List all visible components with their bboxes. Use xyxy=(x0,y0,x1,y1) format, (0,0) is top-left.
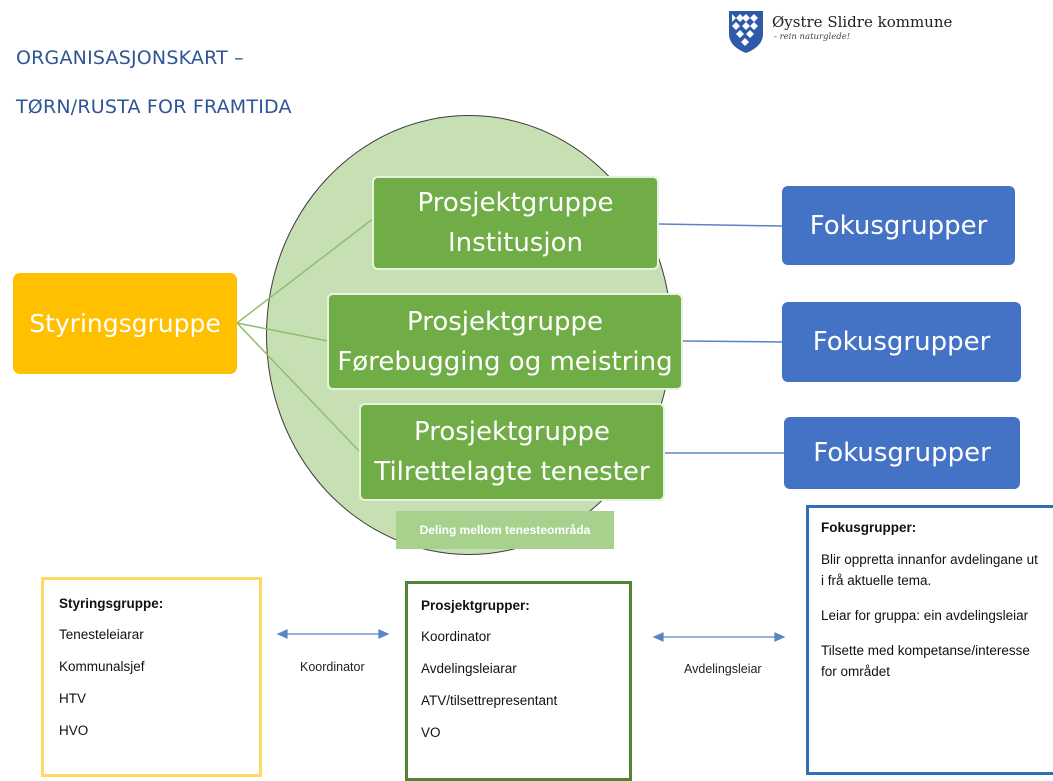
prosjektgruppe-institusjon-line1: Prosjektgruppe xyxy=(417,188,614,218)
styringsgruppe-card-item: Tenesteleiarar xyxy=(59,627,144,642)
connector-fokus-1 xyxy=(658,223,783,227)
fokusgrupper-card-paragraph: Leiar for gruppa: ein avdelingsleiar xyxy=(821,608,1029,623)
page-title-line2: TØRN/RUSTA FOR FRAMTIDA xyxy=(16,96,292,118)
prosjektgrupper-card-item: Avdelingsleiarar xyxy=(421,661,517,676)
styringsgruppe-card-heading: Styringsgruppe: xyxy=(59,596,164,611)
fokusgrupper-card-paragraph: Blir oppretta innanfor avdelingane ut i … xyxy=(821,552,1038,588)
connector-fokus-2 xyxy=(682,340,783,343)
prosjektgrupper-card-heading: Prosjektgrupper: xyxy=(421,598,530,613)
connector-styring-institusjon xyxy=(236,217,375,324)
logo-tagline: - rein naturglede! xyxy=(774,32,851,42)
prosjektgruppe-institusjon-line2: Institusjon xyxy=(448,228,583,258)
fokusgrupper-card-paragraph: Tilsette med kompetanse/interesse for om… xyxy=(821,643,1030,679)
styringsgruppe-card: Styringsgruppe: Tenesteleiarar Kommunals… xyxy=(41,577,262,777)
prosjektgrupper-card-item: Koordinator xyxy=(421,629,491,644)
logo-name: Øystre Slidre kommune xyxy=(772,13,953,31)
prosjektgrupper-card-item: VO xyxy=(421,725,441,740)
prosjektgrupper-card-item: ATV/tilsettrepresentant xyxy=(421,693,558,708)
fokusgruppe-box-1: Fokusgrupper xyxy=(782,186,1015,265)
prosjektgrupper-card: Prosjektgrupper: Koordinator Avdelingsle… xyxy=(405,581,632,781)
styringsgruppe-card-item: HTV xyxy=(59,691,86,706)
logo: Øystre Slidre kommune - rein naturglede! xyxy=(728,10,968,60)
crest-icon xyxy=(729,11,763,53)
fokusgruppe-box-3: Fokusgrupper xyxy=(784,417,1020,489)
fokusgrupper-card: Fokusgrupper: Blir oppretta innanfor avd… xyxy=(806,505,1053,775)
prosjektgruppe-forebugging-line2: Førebugging og meistring xyxy=(337,346,673,377)
prosjektgruppe-forebugging-line1: Prosjektgruppe xyxy=(407,306,603,337)
arrow-label-koordinator: Koordinator xyxy=(300,660,365,674)
fokusgruppe-box-2: Fokusgrupper xyxy=(782,302,1021,382)
prosjektgruppe-institusjon: Prosjektgruppe Institusjon xyxy=(372,176,659,270)
fokusgrupper-card-heading: Fokusgrupper: xyxy=(821,520,917,535)
deling-label: Deling mellom tenesteområda xyxy=(396,511,614,549)
prosjektgruppe-forebugging: Prosjektgruppe Førebugging og meistring xyxy=(327,293,683,390)
prosjektgruppe-tilrettelagte-line1: Prosjektgruppe xyxy=(414,417,610,447)
prosjektgruppe-tilrettelagte-line2: Tilrettelagte tenester xyxy=(374,457,650,487)
page-title-line1: ORGANISASJONSKART – xyxy=(16,47,244,69)
styringsgruppe-box: Styringsgruppe xyxy=(13,273,237,374)
arrow-label-avdelingsleiar: Avdelingsleiar xyxy=(684,662,762,676)
styringsgruppe-card-item: Kommunalsjef xyxy=(59,659,145,674)
connector-styring-forebugging xyxy=(236,322,329,342)
connector-lines xyxy=(236,217,786,642)
prosjektgruppe-tilrettelagte: Prosjektgruppe Tilrettelagte tenester xyxy=(359,403,665,501)
styringsgruppe-card-item: HVO xyxy=(59,723,89,738)
connector-styring-tilrettelagte xyxy=(236,322,361,453)
